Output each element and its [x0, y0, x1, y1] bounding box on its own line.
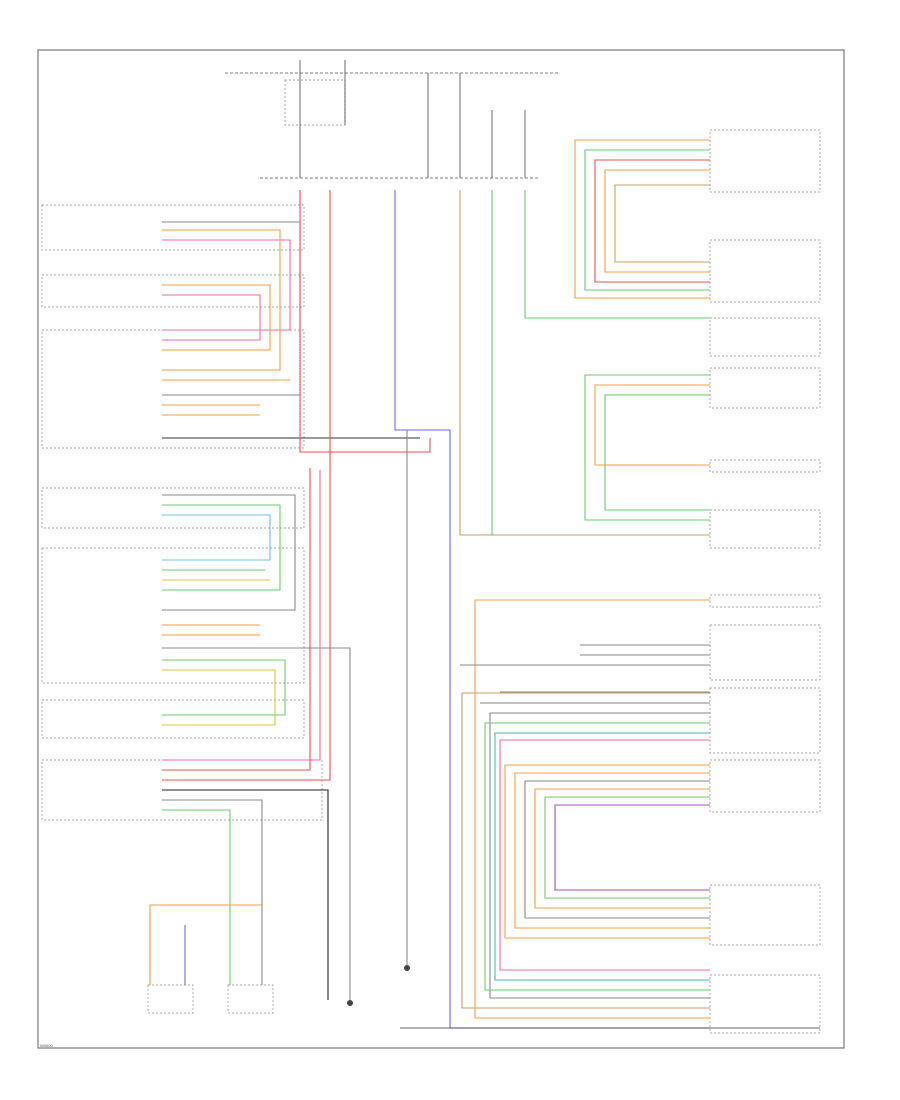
wire: [162, 789, 329, 1000]
wire: [534, 788, 710, 909]
wire: [162, 190, 331, 781]
wire: [162, 294, 261, 341]
wire: [162, 239, 291, 331]
wire: [524, 780, 710, 919]
wire: [544, 796, 710, 899]
wire: [162, 284, 271, 351]
wire: [474, 599, 710, 1019]
wire: [494, 732, 710, 981]
wire: [594, 384, 710, 466]
ground-point: [404, 965, 410, 971]
bottom-components: [147, 965, 820, 1029]
wire: [461, 692, 710, 1009]
wire: [162, 799, 263, 985]
wire: [614, 184, 710, 263]
wire: [162, 669, 276, 726]
wire: [504, 764, 710, 939]
wire: [524, 190, 710, 319]
right-components: [709, 129, 821, 1034]
wire: [499, 739, 710, 971]
wire: [299, 190, 431, 453]
wire: [574, 139, 710, 299]
wire: [604, 169, 710, 273]
wire: [162, 504, 281, 591]
ground-point: [347, 1000, 353, 1006]
wire: [514, 772, 710, 929]
wire: [604, 394, 710, 511]
power-distribution: [225, 60, 560, 179]
wire: [162, 494, 296, 611]
wire: [162, 514, 271, 561]
wire-group: [149, 139, 710, 1029]
wire: [394, 190, 710, 1029]
wire: [162, 659, 286, 716]
wire: [594, 159, 710, 283]
wire: [162, 468, 311, 771]
wire: [162, 809, 231, 985]
wire: [584, 149, 710, 291]
wire: [162, 470, 321, 761]
wire: [162, 229, 281, 371]
wire: [162, 647, 351, 1000]
figure-number: W0000: [40, 1043, 53, 1048]
wire: [584, 374, 710, 521]
wire: [489, 712, 710, 999]
wire: [554, 804, 710, 891]
diagram-frame: [37, 49, 845, 1049]
wire: [459, 190, 710, 536]
left-components: [41, 204, 420, 821]
wire: [484, 722, 710, 991]
wire: [149, 904, 262, 985]
wire: [162, 221, 301, 396]
